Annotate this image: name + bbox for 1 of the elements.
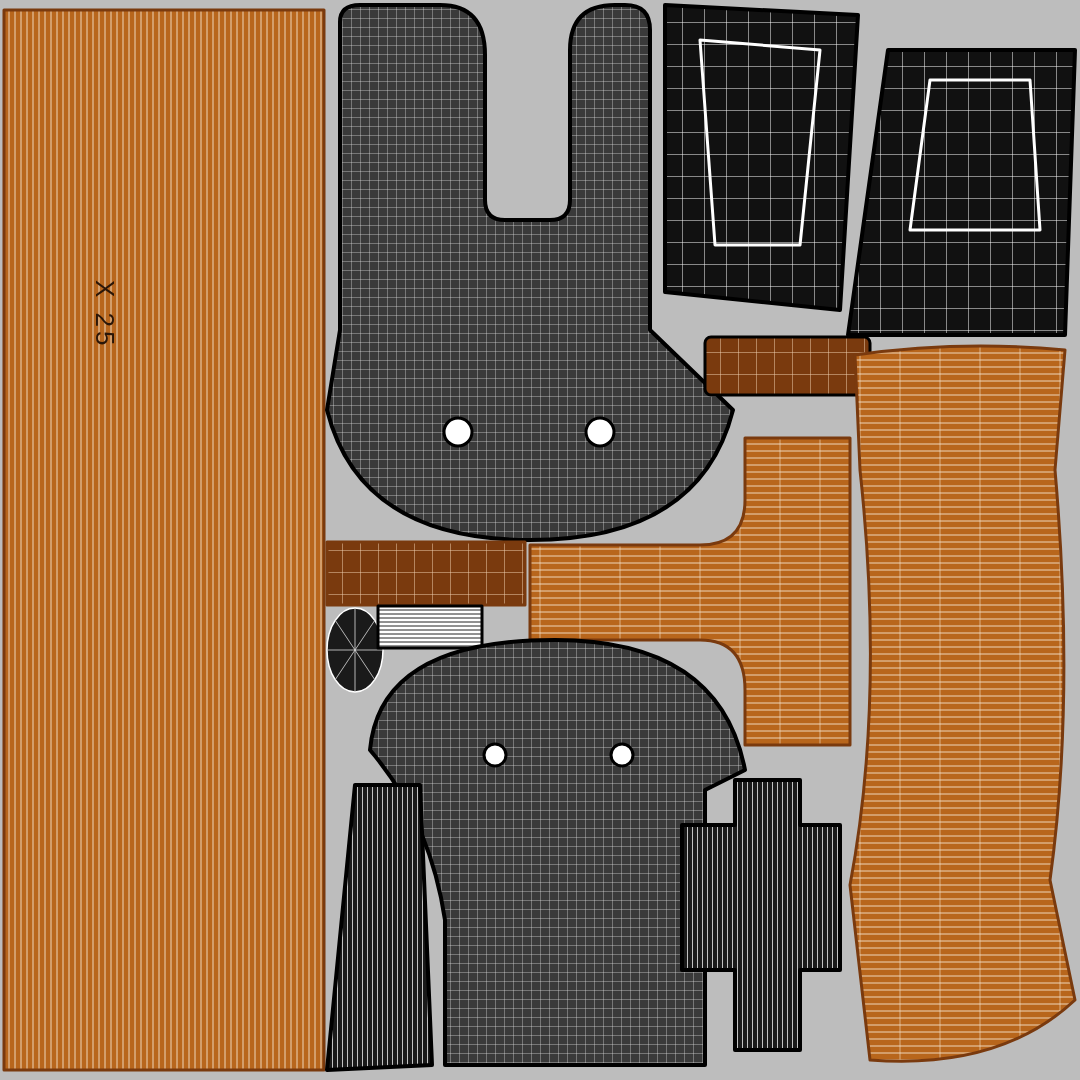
size-marking: X 25 [89,280,120,350]
